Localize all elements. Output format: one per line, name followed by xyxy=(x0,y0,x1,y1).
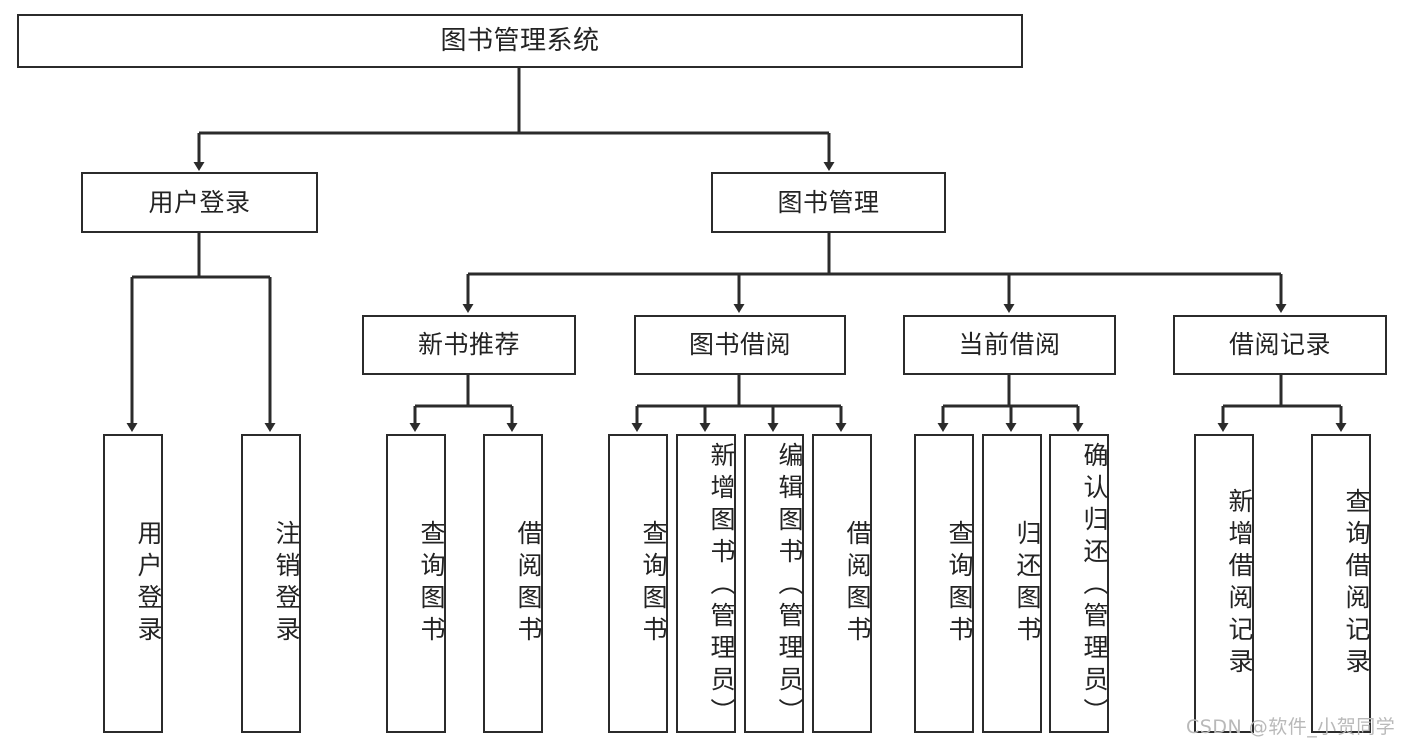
node-label: 编辑图书（管理员） xyxy=(775,442,804,730)
node-label: 新书推荐 xyxy=(417,330,520,360)
node-label: 用户登录 xyxy=(134,519,163,648)
node-label: 借阅图书 xyxy=(514,519,543,648)
node-book-management[interactable]: 图书管理 xyxy=(711,172,946,233)
node-label: 确认归还（管理员） xyxy=(1080,442,1109,730)
node-label: 查询图书 xyxy=(417,519,446,648)
leaf-new-book-borrow-books[interactable]: 借阅图书 xyxy=(483,434,543,733)
node-label: 当前借阅 xyxy=(958,330,1061,360)
node-label: 查询图书 xyxy=(945,519,974,648)
watermark: CSDN @软件_小贺同学 xyxy=(1186,716,1396,738)
node-borrow-records[interactable]: 借阅记录 xyxy=(1173,315,1387,375)
node-label: 查询借阅记录 xyxy=(1342,487,1371,680)
leaf-new-book-query-books[interactable]: 查询图书 xyxy=(386,434,446,733)
node-label: 借阅图书 xyxy=(843,519,872,648)
node-label: 用户登录 xyxy=(148,187,251,217)
leaf-user-login-logout[interactable]: 注销登录 xyxy=(241,434,301,733)
leaf-current-borrow-return-books[interactable]: 归还图书 xyxy=(982,434,1042,733)
node-root-book-management-system[interactable]: 图书管理系统 xyxy=(17,14,1023,68)
leaf-borrow-record-add-record[interactable]: 新增借阅记录 xyxy=(1194,434,1254,733)
node-label: 新增图书（管理员） xyxy=(707,442,736,730)
node-book-borrowing[interactable]: 图书借阅 xyxy=(634,315,846,375)
leaf-book-borrow-query-books[interactable]: 查询图书 xyxy=(608,434,668,733)
leaf-user-login-login[interactable]: 用户登录 xyxy=(103,434,163,733)
node-user-login[interactable]: 用户登录 xyxy=(81,172,318,233)
leaf-book-borrow-borrow-books[interactable]: 借阅图书 xyxy=(812,434,872,733)
leaf-borrow-record-query-record[interactable]: 查询借阅记录 xyxy=(1311,434,1371,733)
node-label: 查询图书 xyxy=(639,519,668,648)
node-label: 注销登录 xyxy=(272,519,301,648)
node-label: 图书借阅 xyxy=(688,330,791,360)
node-label: 图书管理系统 xyxy=(440,25,600,56)
leaf-book-borrow-edit-book-admin[interactable]: 编辑图书（管理员） xyxy=(744,434,804,733)
leaf-current-borrow-query-books[interactable]: 查询图书 xyxy=(914,434,974,733)
leaf-book-borrow-add-book-admin[interactable]: 新增图书（管理员） xyxy=(676,434,736,733)
leaf-current-borrow-confirm-return-admin[interactable]: 确认归还（管理员） xyxy=(1049,434,1109,733)
node-current-borrowing[interactable]: 当前借阅 xyxy=(903,315,1116,375)
node-label: 新增借阅记录 xyxy=(1225,487,1254,680)
node-new-book-recommendation[interactable]: 新书推荐 xyxy=(362,315,576,375)
node-label: 借阅记录 xyxy=(1228,330,1331,360)
node-label: 归还图书 xyxy=(1013,519,1042,648)
node-label: 图书管理 xyxy=(777,187,880,217)
